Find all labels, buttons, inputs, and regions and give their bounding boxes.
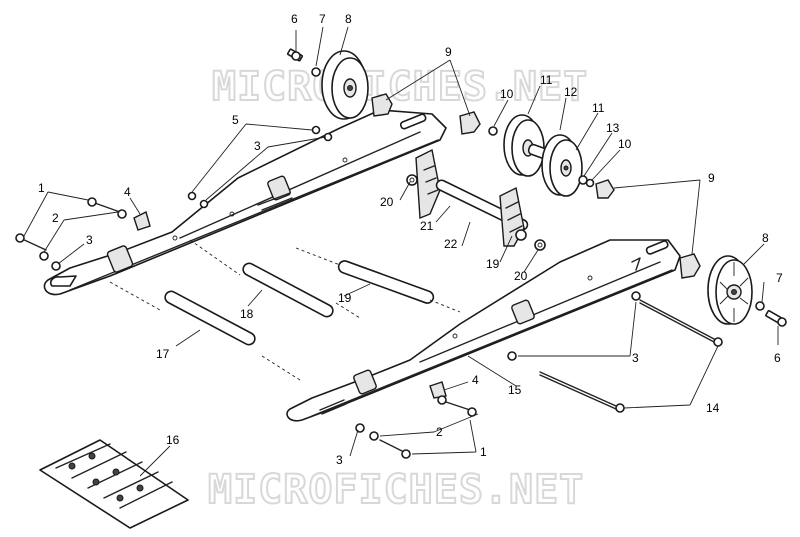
dual-wheel-assembly (488, 114, 595, 197)
callout-1-lower: 1 (480, 445, 487, 459)
callout-6-right: 6 (774, 351, 781, 365)
right-rail (286, 239, 681, 422)
center-axle-assembly (406, 148, 546, 251)
cross-shafts (109, 239, 461, 381)
callout-14: 14 (706, 401, 720, 415)
washer-3-rail-right (631, 291, 641, 301)
clip-4-left (133, 210, 151, 231)
cross-shaft-17 (164, 290, 256, 346)
washer-20-upper (406, 174, 418, 186)
idler-wheel-top (287, 48, 369, 120)
callout-22: 22 (444, 237, 458, 251)
callout-8-right: 8 (762, 231, 769, 245)
clip-4-lower (429, 381, 447, 399)
callout-10-top: 10 (500, 87, 514, 101)
cross-shaft-18 (242, 262, 334, 318)
spacer-9d (679, 253, 701, 279)
washer-3-rail-mid (507, 351, 517, 361)
nut-5-a (187, 191, 197, 201)
callout-11-top: 11 (540, 73, 553, 87)
callout-13: 13 (606, 121, 620, 135)
watermark-top: MICROFICHES.NET (212, 64, 588, 110)
callout-3-right: 3 (632, 351, 639, 365)
washer-2-upper (117, 209, 127, 219)
callout-9-top: 9 (445, 45, 452, 59)
callout-6-top: 6 (291, 12, 298, 26)
spacer-9c (595, 179, 615, 199)
callout-numbers: 6 7 8 9 5 3 10 11 12 11 13 10 9 1 4 2 3 … (38, 12, 783, 467)
callout-1-left: 1 (38, 181, 45, 195)
callout-21: 21 (420, 219, 434, 233)
washer-2-lower-right (369, 431, 379, 441)
callout-16: 16 (166, 433, 180, 447)
washer-7-right (755, 301, 765, 311)
washer-2-lower (39, 251, 49, 261)
washer-7-top (311, 67, 321, 77)
washer-10-b (585, 178, 595, 188)
bolt-1-upper (87, 197, 97, 207)
bolt-1-lower (15, 233, 25, 243)
washer-10-a (488, 126, 498, 136)
leader-lines (23, 26, 779, 477)
callout-3-top: 3 (254, 139, 261, 153)
callout-19-center: 19 (486, 257, 500, 271)
callout-10-mid: 10 (618, 137, 632, 151)
callout-11-mid: 11 (592, 101, 605, 115)
callout-17: 17 (156, 347, 170, 361)
left-rail-clip (106, 245, 134, 273)
callout-7-top: 7 (319, 12, 326, 26)
watermark-bottom: MICROFICHES.NET (208, 467, 584, 513)
callout-15: 15 (508, 383, 522, 397)
idler-wheel-right (707, 255, 787, 327)
callout-2-lower: 2 (436, 425, 443, 439)
axle-bracket-21 (415, 148, 441, 220)
callout-2-left: 2 (52, 211, 59, 225)
callout-12: 12 (564, 85, 578, 99)
callout-3-left: 3 (86, 233, 93, 247)
callout-19-shaft: 19 (338, 291, 352, 305)
left-rail (43, 109, 447, 296)
callout-20-lower: 20 (514, 269, 528, 283)
bolt-1-right (467, 407, 477, 417)
callout-5: 5 (232, 113, 239, 127)
callout-20-upper: 20 (380, 195, 394, 209)
callout-18: 18 (240, 307, 254, 321)
bolt-1-lower-right (401, 449, 411, 459)
lower-fasteners (355, 381, 477, 459)
callout-4-lower: 4 (472, 373, 479, 387)
spacer-9b (459, 111, 481, 135)
cross-shaft-19 (337, 260, 435, 304)
callout-8-top: 8 (345, 12, 352, 26)
callout-3-lower: 3 (336, 453, 343, 467)
callout-9-right: 9 (708, 171, 715, 185)
left-fasteners (15, 125, 333, 271)
nut-5-b (311, 125, 321, 135)
callout-4-left: 4 (124, 185, 131, 199)
washer-20-lower (534, 239, 546, 251)
washer-3-lower (355, 423, 365, 433)
bolt-head-6-top (291, 51, 301, 61)
wear-slide-16 (39, 439, 189, 529)
callout-7-right: 7 (776, 271, 783, 285)
washer-3-a (199, 199, 209, 209)
